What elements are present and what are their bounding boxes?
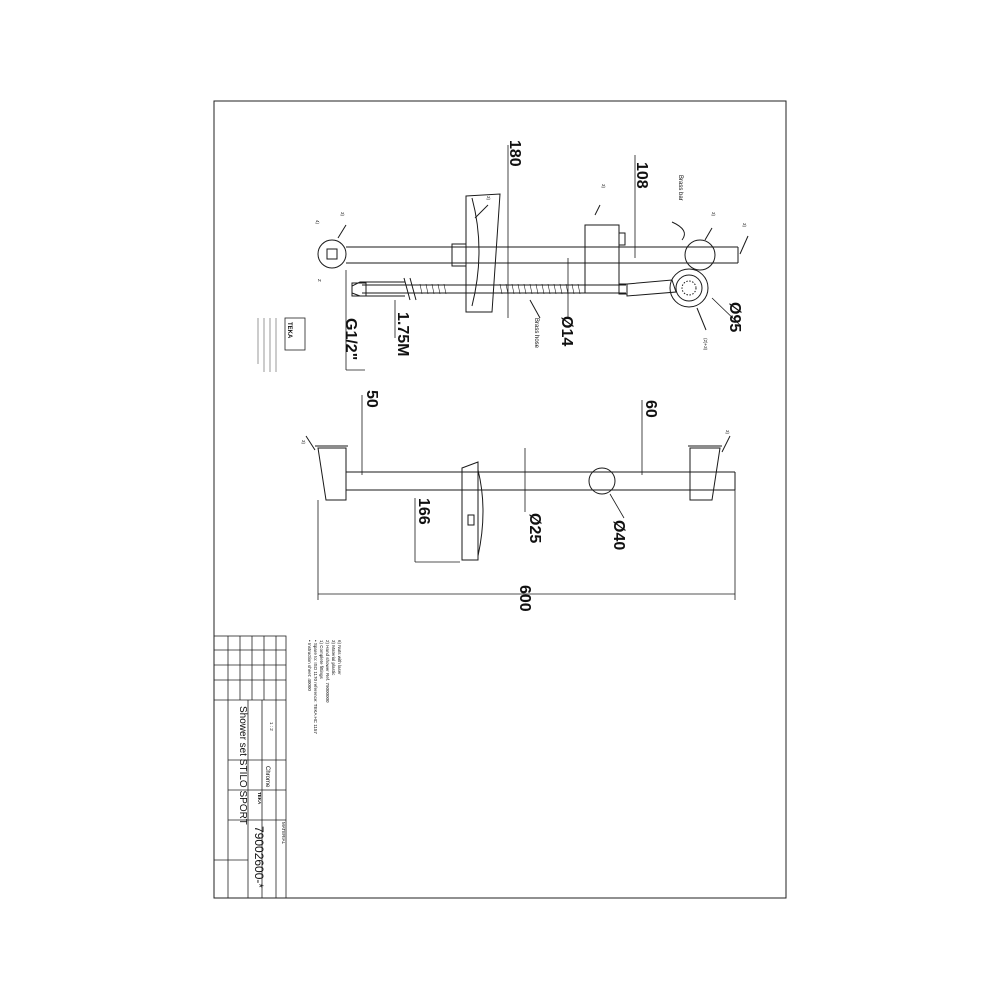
dim-108: 108: [633, 162, 650, 189]
title-text: Shower set STILO SPORT: [237, 706, 248, 825]
callout-upper-4: 4): [315, 220, 320, 225]
callout-upper-2: 3): [486, 196, 491, 201]
callout-upper-7: (2)+3): [703, 338, 708, 351]
callout-upper-3: 3): [340, 212, 345, 217]
dim-40: Ø40: [610, 520, 627, 550]
drawing-code: 79002600-*: [252, 826, 266, 888]
company-logo: TEKA: [257, 792, 262, 805]
label-brass-bar: Brass bar: [677, 175, 683, 201]
scale-text: 1 : 2: [269, 722, 274, 731]
lower-view: [305, 395, 736, 600]
title-block: [213, 635, 287, 899]
callout-lower-2: 3): [725, 430, 730, 435]
callout-lower-1: 3): [301, 440, 306, 445]
label-z: Z: [317, 279, 322, 282]
upper-view: [317, 145, 749, 371]
dim-600: 600: [516, 585, 533, 612]
dim-50: 50: [363, 390, 380, 408]
dim-14: Ø14: [558, 316, 575, 346]
callout-upper-6: 3): [742, 223, 747, 228]
lower-ball: [588, 467, 616, 495]
dim-166: 166: [415, 498, 432, 525]
right-wall-plate: [689, 447, 721, 501]
lower-slider: [461, 461, 479, 561]
note-4: 1) Complete fittings: [319, 640, 324, 680]
slider-block: [584, 224, 620, 294]
label-brass-hose: Brass hose: [533, 318, 539, 349]
note-6: • Instruction sheet: 40000: [307, 640, 312, 691]
note-2: 3) Material plastic: [331, 640, 336, 676]
hand-shower-handle: [626, 279, 677, 297]
left-wall-plate: [317, 447, 347, 501]
left-end-ball: [317, 239, 347, 269]
note-5: • Spare to: ISO 1170 reference: TEKA HC …: [313, 640, 318, 734]
drawing-frame: [213, 100, 787, 899]
dim-60: 60: [642, 400, 659, 418]
callout-upper-1: 3): [601, 184, 606, 189]
teka-logo: TEKA: [286, 322, 292, 339]
dim-g12: G1/2": [342, 318, 359, 360]
note-3: 2) Hand shower Ref. 79000000: [325, 640, 330, 703]
notes: 6) Nuts with laser 3) Material plastic 2…: [307, 640, 342, 734]
teka-logo-box: TEKA: [257, 317, 306, 372]
dim-95: Ø95: [726, 302, 743, 332]
material-label: MATERIAL: [281, 822, 286, 845]
finish-text: Chrome: [264, 766, 270, 788]
dim-25: Ø25: [526, 513, 543, 543]
note-1: 6) Nuts with laser: [337, 640, 342, 675]
dim-180: 180: [506, 140, 523, 167]
dim-175: 1.75M: [394, 312, 411, 356]
right-end-ball: [684, 239, 716, 271]
hose-hatching: [419, 283, 581, 295]
wall-holder: [465, 193, 501, 313]
callout-upper-5: 3): [711, 212, 716, 217]
hand-shower-head: [669, 268, 709, 308]
